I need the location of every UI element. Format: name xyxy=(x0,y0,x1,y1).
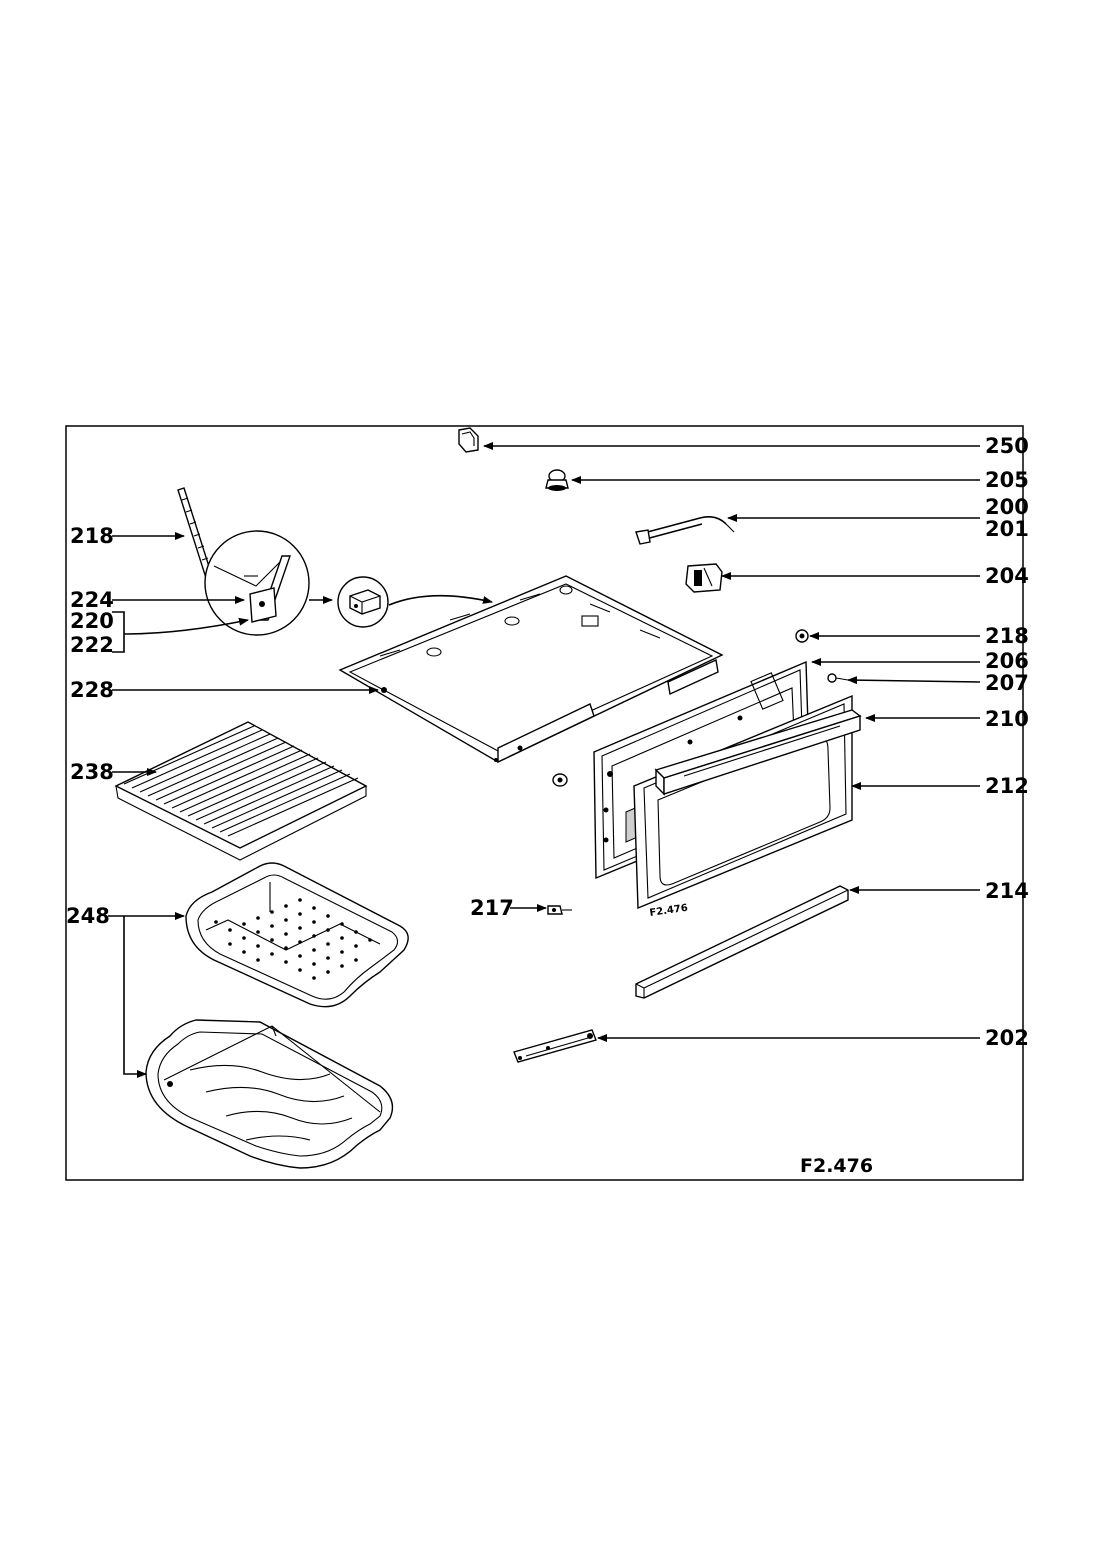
base-plate-nut xyxy=(552,773,568,787)
part-210-door-handle xyxy=(654,709,862,796)
hinge-detail-circle xyxy=(204,530,310,636)
part-217-screw xyxy=(547,905,572,915)
part-250-clip xyxy=(458,427,479,453)
part-202-bracket xyxy=(513,1029,597,1063)
label-202: 202 xyxy=(985,1026,1029,1050)
part-204-lamp-holder xyxy=(685,563,723,593)
part-218-nut xyxy=(795,629,809,643)
label-217: 217 xyxy=(470,896,514,920)
part-248-deep-pan xyxy=(145,1019,394,1169)
label-222: 222 xyxy=(70,633,114,657)
label-212: 212 xyxy=(985,774,1029,798)
tray-perforation-holes xyxy=(214,898,372,980)
part-200-201-sensor xyxy=(635,516,735,545)
label-207: 207 xyxy=(985,671,1029,695)
label-248: 248 xyxy=(66,904,110,928)
label-250: 250 xyxy=(985,434,1029,458)
label-224: 224 xyxy=(70,588,114,612)
label-200: 200 xyxy=(985,495,1029,519)
label-218-right: 218 xyxy=(985,624,1029,648)
label-210: 210 xyxy=(985,707,1029,731)
label-204: 204 xyxy=(985,564,1029,588)
part-248-perforated-tray xyxy=(185,862,409,1008)
part-207-screw xyxy=(827,673,849,683)
label-214: 214 xyxy=(985,879,1029,903)
label-228: 228 xyxy=(70,678,114,702)
label-238: 238 xyxy=(70,760,114,784)
part-205-knob xyxy=(545,469,569,491)
label-220: 220 xyxy=(70,609,114,633)
label-201: 201 xyxy=(985,517,1029,541)
label-205: 205 xyxy=(985,468,1029,492)
door-stamp-label: F2.476 xyxy=(649,903,689,919)
part-214-seal-strip xyxy=(635,885,849,999)
part-238-wire-rack xyxy=(114,721,368,861)
leader-lines xyxy=(108,442,981,1078)
label-206: 206 xyxy=(985,649,1029,673)
hinge-block-detail xyxy=(337,576,389,628)
callout-labels: 250 205 200 201 204 218 206 207 210 212 … xyxy=(66,434,1029,1177)
diagram-frame xyxy=(65,425,1024,1181)
part-228-base-plate xyxy=(338,575,724,764)
label-218-left: 218 xyxy=(70,524,114,548)
figure-id: F2.476 xyxy=(800,1155,873,1177)
